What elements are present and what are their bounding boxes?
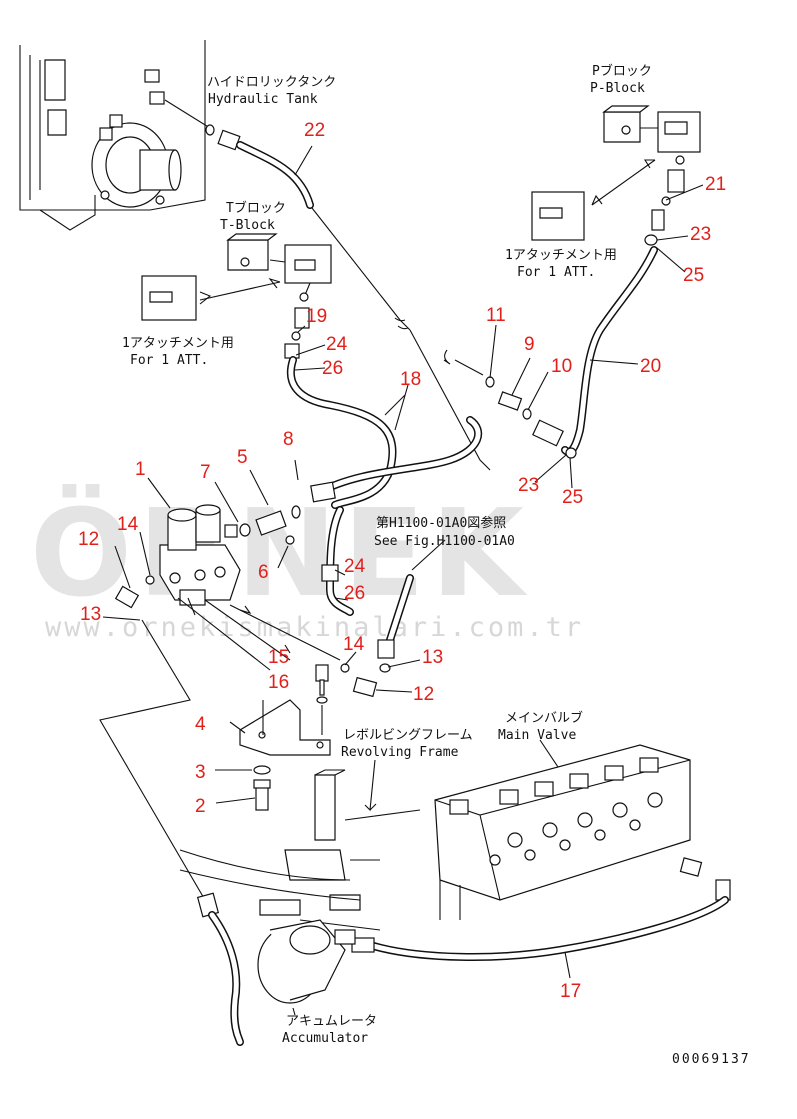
hose-see-fig [377, 539, 446, 659]
callout-11: 11 [486, 305, 506, 326]
pilot-line-13 [99, 619, 244, 1046]
callout-19: 19 [306, 306, 327, 327]
hose-18 [310, 394, 483, 616]
t-block-label-en: T-Block [220, 218, 275, 233]
drawing-number: 00069137 [672, 1052, 751, 1067]
callout-12-left: 12 [78, 529, 99, 550]
callout-numbers: 1 2 3 4 5 6 7 8 9 10 11 12 12 13 13 14 1… [78, 120, 726, 1002]
callout-23-top: 23 [690, 224, 711, 245]
callout-3: 3 [195, 762, 206, 783]
fittings-5-7 [239, 505, 301, 545]
accumulator-label-en: Accumulator [282, 1031, 368, 1046]
p-block-label-en: P-Block [590, 81, 645, 96]
washer-3-bolt-2 [253, 765, 271, 811]
t-block-drawing [226, 233, 332, 329]
accumulator-drawing [257, 919, 356, 1004]
callout-4: 4 [195, 714, 206, 735]
attachment-label-en-left: For 1 ATT. [130, 353, 208, 368]
see-fig-label-jp: 第H1100-01A0図参照 [376, 515, 506, 531]
watermark: ÖRNEK www.ornekismakinalari.com.tr [30, 484, 584, 643]
t-block-label-jp: Tブロック [226, 200, 286, 216]
callout-26-top: 26 [322, 358, 343, 379]
revolving-frame-drawing [179, 769, 421, 931]
callout-23-bottom: 23 [518, 475, 539, 496]
callout-17: 17 [560, 981, 581, 1002]
leader-lines [102, 145, 704, 979]
main-valve-label-jp: メインバルブ [505, 710, 583, 726]
callout-14-right: 14 [343, 634, 365, 655]
hose-17 [351, 896, 729, 961]
revolving-frame-label-jp: レボルビングフレーム [343, 728, 473, 743]
p-block-drawing [602, 105, 701, 206]
accumulator-label-jp: アキュムレータ [286, 1014, 377, 1029]
callout-6: 6 [258, 562, 269, 583]
callout-12-right: 12 [413, 684, 434, 705]
callout-26-bottom: 26 [344, 583, 365, 604]
callout-20: 20 [640, 356, 661, 377]
main-valve-fitting [679, 857, 731, 901]
callout-16: 16 [268, 672, 289, 693]
callout-5: 5 [237, 447, 248, 468]
callout-9: 9 [524, 334, 535, 355]
callout-25-top: 25 [683, 265, 704, 286]
attachment-label-jp-right: 1アタッチメント用 [505, 248, 617, 263]
callout-18: 18 [400, 369, 421, 390]
watermark-url: www.ornekismakinalari.com.tr [45, 612, 584, 643]
callout-24-top: 24 [326, 334, 348, 355]
hydraulic-tank-label-en: Hydraulic Tank [208, 92, 318, 107]
elbow-12-left [114, 575, 155, 609]
hose-22 [217, 129, 491, 471]
main-valve-label-en: Main Valve [498, 728, 576, 743]
attachment-label-en-right: For 1 ATT. [517, 265, 595, 280]
revolving-frame-label-en: Revolving Frame [341, 745, 459, 760]
callout-8: 8 [283, 429, 294, 450]
main-valve-drawing [434, 744, 691, 920]
hose-20 [532, 209, 665, 459]
t-block-attachment-box [141, 275, 281, 321]
callout-13-left: 13 [80, 604, 101, 625]
fittings-12-14-right [340, 663, 391, 698]
hydraulic-tank-label-jp: ハイドロリックタンク [207, 75, 336, 90]
p-block-label-jp: Pブロック [592, 63, 652, 79]
hydraulic-tank-drawing [19, 40, 211, 231]
callout-7: 7 [200, 462, 211, 483]
solenoid-valve [159, 504, 241, 616]
callout-1: 1 [135, 459, 146, 480]
callout-2: 2 [195, 796, 206, 817]
see-fig-label-en: See Fig.H1100-01A0 [374, 534, 515, 549]
callout-14-left: 14 [117, 514, 139, 535]
hose-19-assembly [284, 331, 397, 509]
callout-13-right: 13 [422, 647, 443, 668]
callout-21: 21 [705, 174, 726, 195]
callout-25-bottom: 25 [562, 487, 583, 508]
fittings-9-10-11 [443, 349, 532, 420]
callout-15: 15 [268, 647, 289, 668]
callout-22: 22 [304, 120, 325, 141]
p-block-attachment-box [531, 159, 656, 241]
watermark-brand: ÖRNEK [30, 484, 530, 624]
attachment-label-jp-left: 1アタッチメント用 [122, 336, 234, 351]
callout-10: 10 [551, 356, 572, 377]
bracket-4 [239, 664, 331, 756]
callout-24-bottom: 24 [344, 556, 366, 577]
